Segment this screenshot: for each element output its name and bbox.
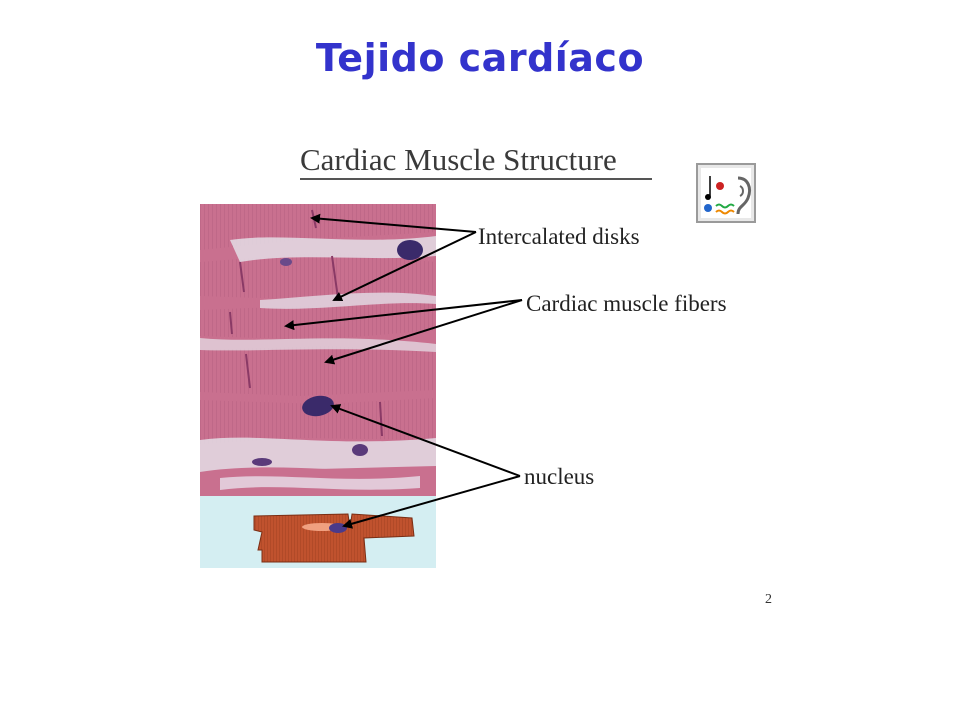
label-cardiac-muscle-fibers: Cardiac muscle fibers <box>526 291 727 316</box>
cell-drawing <box>200 496 436 568</box>
pointer-arrows <box>284 213 523 529</box>
page-number: 2 <box>765 592 772 607</box>
arrow-intercalated-disk-1 <box>310 213 477 233</box>
figure-title: Cardiac Muscle Structure <box>300 142 617 177</box>
slide-title: Tejido cardíaco <box>315 36 645 80</box>
figure-title-underline <box>300 178 652 180</box>
arrow-nucleus-1 <box>330 404 521 477</box>
label-nucleus: nucleus <box>524 464 595 489</box>
micrograph-image <box>200 204 436 496</box>
arrow-intercalated-disk-2 <box>332 231 477 302</box>
audio-ear-icon[interactable] <box>696 163 756 223</box>
label-intercalated-disks: Intercalated disks <box>478 224 640 249</box>
arrow-nucleus-2 <box>342 475 521 529</box>
arrow-muscle-fiber-2 <box>324 299 523 365</box>
arrow-muscle-fiber-1 <box>284 299 523 331</box>
